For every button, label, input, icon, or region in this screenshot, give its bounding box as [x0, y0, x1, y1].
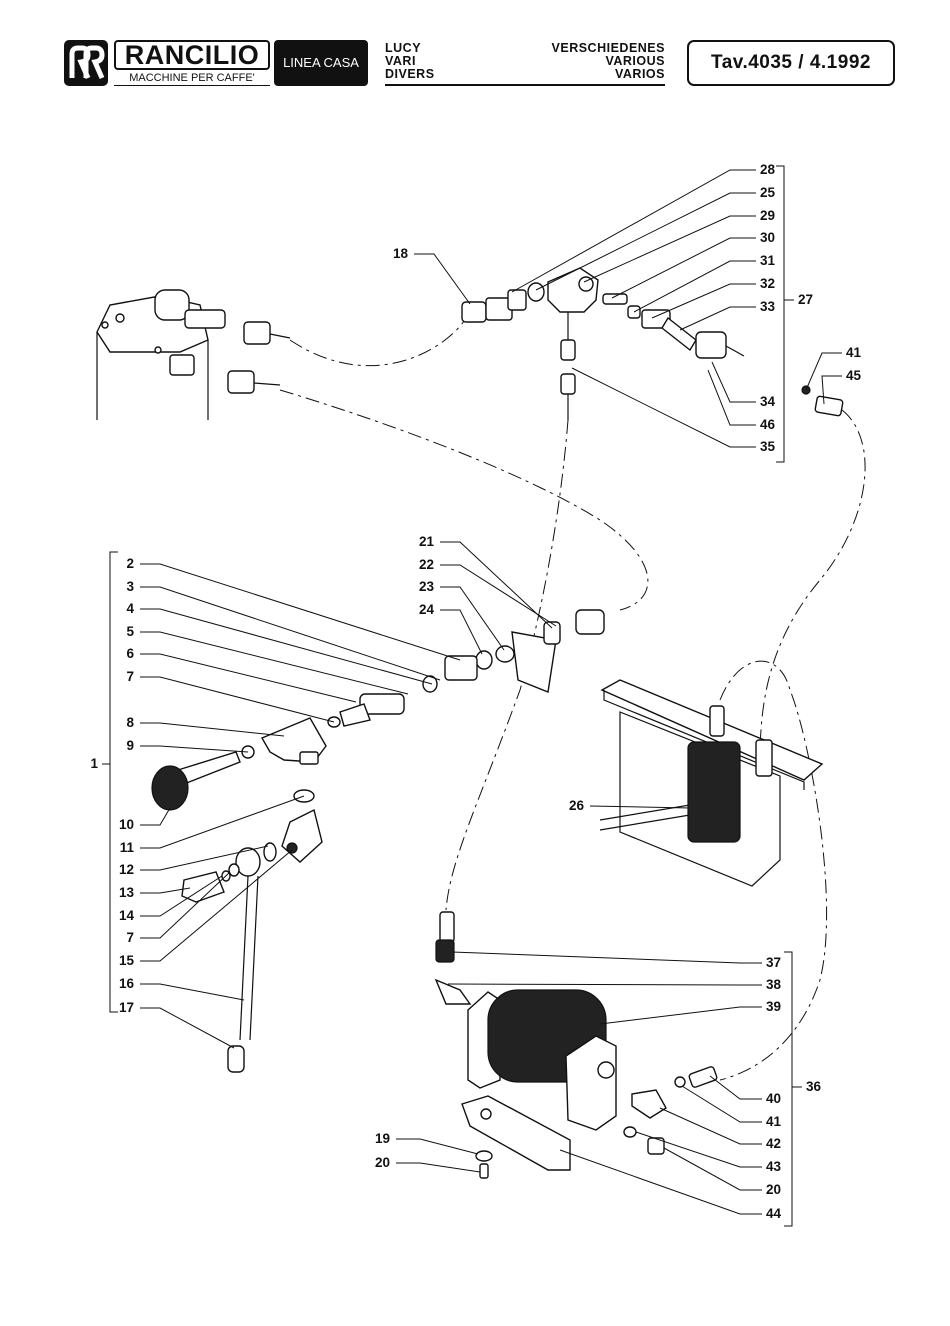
valve-assembly-27	[462, 268, 843, 420]
callout-leader-18	[414, 254, 470, 304]
callout-leader-33	[680, 307, 756, 330]
callout-label-42-5: 42	[766, 1136, 781, 1151]
callout-label-39-2: 39	[766, 999, 781, 1014]
callout-leader-9-7	[140, 746, 248, 752]
callout-label-13-11: 13	[119, 885, 135, 900]
callout-label-19-b: 19	[375, 1131, 390, 1146]
callout-label-9-7: 9	[126, 738, 134, 753]
callout-leader-23	[440, 587, 504, 650]
callout-leader-6-4	[140, 654, 356, 702]
water-tank-26	[600, 680, 822, 886]
callout-leader-20-7	[664, 1148, 762, 1190]
callout-label-25: 25	[760, 185, 776, 200]
callout-label-35: 35	[760, 439, 776, 454]
callout-group-label-27: 27	[798, 292, 813, 307]
callout-label-18: 18	[393, 246, 409, 261]
boiler-drawing	[97, 290, 290, 420]
callout-leader-24	[440, 610, 482, 654]
callout-label-2-0: 2	[126, 556, 134, 571]
callout-label-16-15: 16	[119, 976, 135, 991]
callout-label-34: 34	[760, 394, 776, 409]
callout-label-37-0: 37	[766, 955, 781, 970]
callout-leader-35	[572, 368, 756, 447]
callout-leader-20-b	[396, 1163, 480, 1172]
callout-leader-28	[512, 170, 756, 292]
callout-leader-5-3	[140, 632, 408, 694]
callout-label-20-b: 20	[375, 1155, 390, 1170]
callout-label-40-3: 40	[766, 1091, 781, 1106]
callout-label-23: 23	[419, 579, 435, 594]
callout-leader-8-6	[140, 723, 284, 736]
callout-label-11-9: 11	[120, 840, 135, 855]
callout-leader-3-1	[140, 587, 440, 680]
callout-leader-17-16	[140, 1008, 234, 1048]
callout-label-7-5: 7	[126, 669, 134, 684]
callout-label-41-4: 41	[766, 1114, 782, 1129]
callout-label-8-6: 8	[126, 715, 134, 730]
callout-label-45: 45	[846, 368, 862, 383]
callout-label-38-1: 38	[766, 977, 782, 992]
callout-leader-19-b	[396, 1139, 478, 1154]
callout-label-26: 26	[569, 798, 585, 813]
callout-label-31: 31	[760, 253, 776, 268]
callout-leader-37-0	[452, 952, 762, 963]
callout-leader-31	[634, 261, 756, 312]
callout-leader-21	[440, 542, 552, 628]
callout-label-33: 33	[760, 299, 776, 314]
callout-leader-30	[612, 238, 756, 298]
callout-label-3-1: 3	[126, 579, 134, 594]
callout-label-44-8: 44	[766, 1206, 782, 1221]
callout-leader-42-5	[660, 1108, 762, 1144]
callout-group-label-1: 1	[90, 756, 98, 771]
pump-group-36	[436, 912, 718, 1178]
callout-label-6-4: 6	[126, 646, 134, 661]
callout-label-32: 32	[760, 276, 775, 291]
callout-leader-2-0	[140, 564, 460, 660]
callout-label-43-6: 43	[766, 1159, 782, 1174]
callout-label-29: 29	[760, 208, 775, 223]
callout-group-label-36: 36	[806, 1079, 822, 1094]
callout-label-28: 28	[760, 162, 776, 177]
callout-label-14-12: 14	[119, 908, 135, 923]
callout-label-30: 30	[760, 230, 775, 245]
callout-leader-41-4	[682, 1086, 762, 1122]
callout-leader-39-2	[600, 1007, 762, 1024]
callout-label-10-8: 10	[119, 817, 134, 832]
callout-label-20-7: 20	[766, 1182, 781, 1197]
callout-leader-7-5	[140, 677, 334, 722]
callout-label-46: 46	[760, 417, 776, 432]
callout-label-24: 24	[419, 602, 435, 617]
callout-label-22: 22	[419, 557, 434, 572]
callout-label-17-16: 17	[119, 1000, 134, 1015]
callout-leader-4-2	[140, 609, 432, 684]
callout-label-41: 41	[846, 345, 862, 360]
callout-leader-46	[708, 370, 756, 425]
callout-label-7-13: 7	[126, 930, 134, 945]
callout-leader-10-8	[140, 808, 170, 825]
callout-leader-29	[584, 216, 756, 282]
callout-label-15-14: 15	[119, 953, 135, 968]
callout-leader-44-8	[560, 1150, 762, 1214]
callout-label-21: 21	[419, 534, 435, 549]
callout-leader-16-15	[140, 984, 244, 1000]
callout-label-4-2: 4	[126, 601, 134, 616]
callout-leader-15-14	[140, 850, 292, 961]
callout-leader-38-1	[448, 984, 762, 985]
callout-label-5-3: 5	[126, 624, 134, 639]
callout-leader-40-3	[710, 1076, 762, 1099]
callout-label-12-10: 12	[119, 862, 134, 877]
callout-leader-41	[806, 353, 842, 390]
